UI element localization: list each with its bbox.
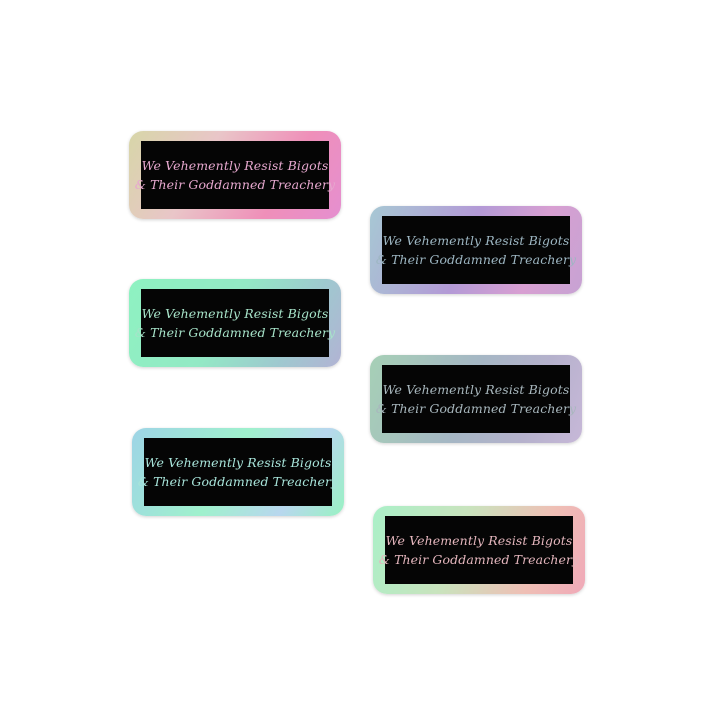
sticker-black-panel: We Vehemently Resist Bigots & Their Godd…: [376, 216, 576, 284]
holographic-sticker: We Vehemently Resist Bigots & Their Godd…: [132, 428, 344, 516]
holographic-sticker: We Vehemently Resist Bigots & Their Godd…: [370, 206, 582, 294]
sticker-black-panel: We Vehemently Resist Bigots & Their Godd…: [135, 289, 335, 357]
holographic-sticker: We Vehemently Resist Bigots & Their Godd…: [129, 131, 341, 219]
sticker-black-panel: We Vehemently Resist Bigots & Their Godd…: [376, 365, 576, 433]
sticker-text-line-1: We Vehemently Resist Bigots: [385, 533, 573, 548]
sticker-black-panel: We Vehemently Resist Bigots & Their Godd…: [138, 438, 338, 506]
holographic-sticker: We Vehemently Resist Bigots & Their Godd…: [370, 355, 582, 443]
sticker-text-line-2: & Their Goddamned Treachery: [375, 401, 577, 416]
holographic-sticker: We Vehemently Resist Bigots & Their Godd…: [129, 279, 341, 367]
sticker-text-line-1: We Vehemently Resist Bigots: [144, 455, 332, 470]
sticker-black-panel: We Vehemently Resist Bigots & Their Godd…: [135, 141, 335, 209]
sticker-text-line-1: We Vehemently Resist Bigots: [141, 306, 329, 321]
sticker-black-panel: We Vehemently Resist Bigots & Their Godd…: [379, 516, 579, 584]
sticker-text-line-1: We Vehemently Resist Bigots: [382, 382, 570, 397]
sticker-text-line-2: & Their Goddamned Treachery: [134, 177, 336, 192]
sticker-text-line-2: & Their Goddamned Treachery: [378, 552, 580, 567]
sticker-text-line-2: & Their Goddamned Treachery: [137, 474, 339, 489]
sticker-text-line-2: & Their Goddamned Treachery: [134, 325, 336, 340]
sticker-text-line-1: We Vehemently Resist Bigots: [382, 233, 570, 248]
sticker-text-line-1: We Vehemently Resist Bigots: [141, 158, 329, 173]
sticker-text-line-2: & Their Goddamned Treachery: [375, 252, 577, 267]
holographic-sticker: We Vehemently Resist Bigots & Their Godd…: [373, 506, 585, 594]
